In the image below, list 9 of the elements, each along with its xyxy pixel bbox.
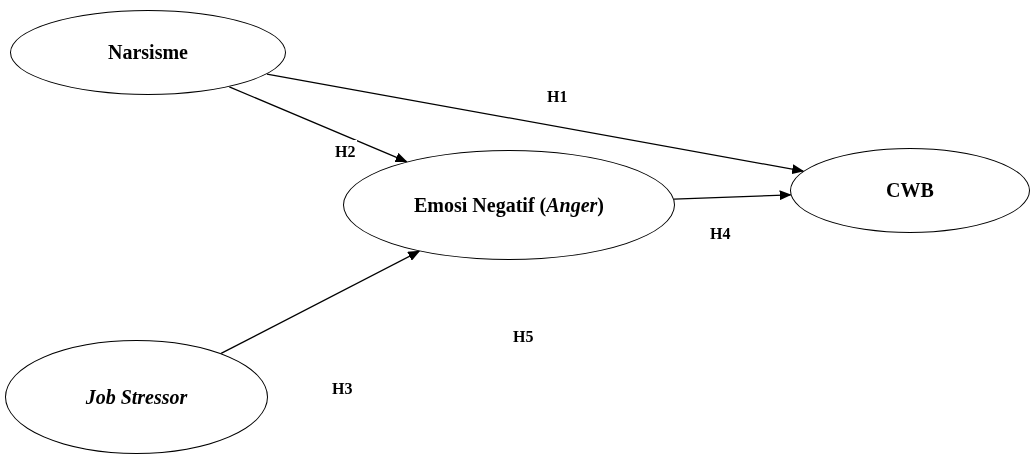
arrow [673, 190, 792, 201]
hypothesis-label: H5 [513, 327, 534, 347]
arrow [220, 250, 421, 355]
arrow [266, 73, 805, 175]
arrow [228, 86, 408, 163]
node-label: CWB [885, 178, 935, 203]
node-label: Emosi Negatif (Anger) [413, 192, 605, 218]
node-label: Job Stressor [84, 384, 189, 410]
node-label: Narsisme [107, 40, 189, 65]
